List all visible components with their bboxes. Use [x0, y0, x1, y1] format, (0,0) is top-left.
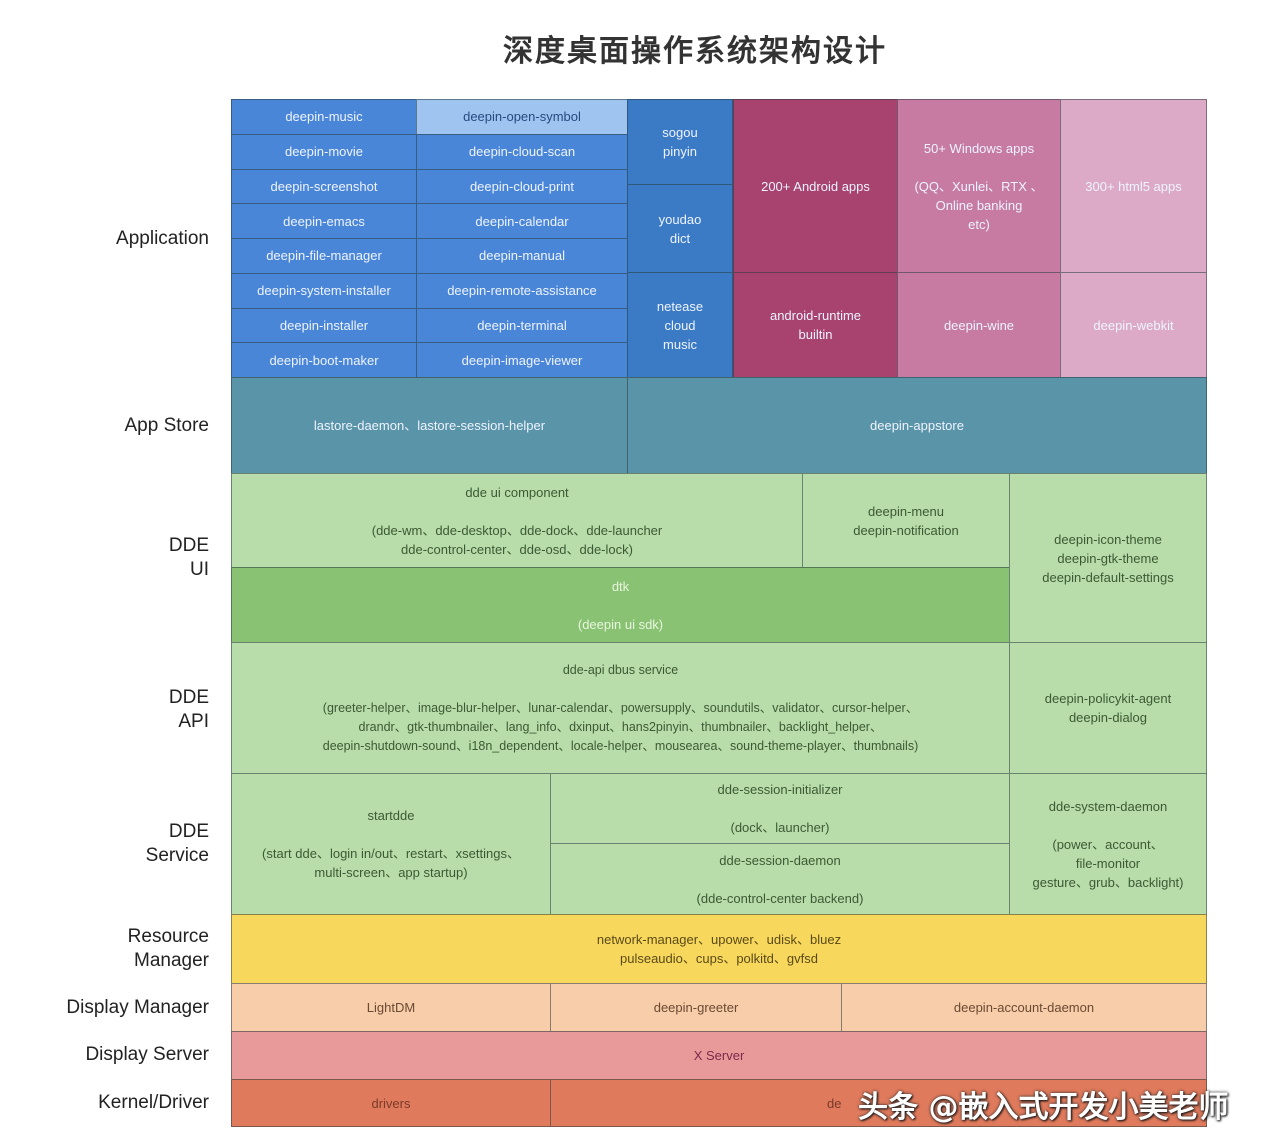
- app-deepin-file-manager: deepin-file-manager: [231, 238, 417, 274]
- dde-ui-component: dde ui component (dde-wm、dde-desktop、dde…: [231, 473, 803, 568]
- watermark: 头条 @嵌入式开发小美老师: [858, 1090, 1229, 1125]
- lightdm: LightDM: [231, 983, 551, 1032]
- app-deepin-cloud-print: deepin-cloud-print: [416, 168, 628, 205]
- layer-label-dde-service: DDE Service: [145, 821, 209, 866]
- app-deepin-system-installer: deepin-system-installer: [231, 272, 417, 309]
- deepin-themes: deepin-icon-theme deepin-gtk-theme deepi…: [1009, 473, 1207, 643]
- dde-session-initializer: dde-session-initializer (dock、launcher): [550, 773, 1010, 844]
- app-deepin-emacs: deepin-emacs: [231, 203, 417, 239]
- windows-apps: 50+ Windows apps (QQ、Xunlei、RTX 、 Online…: [897, 99, 1061, 273]
- kernel-component: de: [550, 1079, 1207, 1127]
- diagram-title: 深度桌面操作系统架构设计: [503, 34, 887, 69]
- dde-api-dbus-service: dde-api dbus service (greeter-helper、ima…: [231, 642, 1010, 774]
- app-deepin-music: deepin-music: [231, 99, 417, 135]
- deepin-greeter: deepin-greeter: [550, 983, 842, 1032]
- deepin-appstore: deepin-appstore: [627, 377, 1207, 474]
- drivers: drivers: [231, 1079, 551, 1127]
- layer-label-resource-manager: Resource Manager: [127, 926, 209, 971]
- app-deepin-movie: deepin-movie: [231, 133, 417, 170]
- app-deepin-cloud-scan: deepin-cloud-scan: [416, 133, 628, 170]
- app-deepin-screenshot: deepin-screenshot: [231, 168, 417, 205]
- deepin-menu: deepin-menu deepin-notification: [802, 473, 1010, 568]
- layer-label-kernel-driver: Kernel/Driver: [98, 1092, 209, 1113]
- x-server: X Server: [231, 1031, 1207, 1080]
- deepin-account-daemon: deepin-account-daemon: [841, 983, 1207, 1032]
- dde-session-daemon: dde-session-daemon (dde-control-center b…: [550, 843, 1010, 915]
- html5-apps: 300+ html5 apps: [1060, 99, 1207, 273]
- app-sogou-pinyin: sogou pinyin: [627, 99, 733, 185]
- layer-label-dde-ui: DDE UI: [168, 535, 209, 580]
- app-youdao-dict: youdao dict: [627, 184, 733, 273]
- app-deepin-image-viewer: deepin-image-viewer: [416, 342, 628, 378]
- android-runtime: android-runtime builtin: [733, 272, 898, 378]
- layer-label-application: Application: [116, 228, 209, 249]
- deepin-policykit-agent: deepin-policykit-agent deepin-dialog: [1009, 642, 1207, 774]
- layer-label-app-store: App Store: [124, 415, 210, 436]
- android-apps: 200+ Android apps: [733, 99, 898, 273]
- startdde: startdde (start dde、login in/out、restart…: [231, 773, 551, 915]
- app-deepin-terminal: deepin-terminal: [416, 307, 628, 344]
- lastore-daemon: lastore-daemon、lastore-session-helper: [231, 377, 628, 474]
- dtk-sdk: dtk (deepin ui sdk): [231, 567, 1010, 643]
- app-deepin-manual: deepin-manual: [416, 238, 628, 274]
- app-deepin-boot-maker: deepin-boot-maker: [231, 342, 417, 378]
- deepin-webkit: deepin-webkit: [1060, 272, 1207, 378]
- app-deepin-open-symbol: deepin-open-symbol: [416, 99, 628, 135]
- layer-label-display-server: Display Server: [85, 1044, 209, 1065]
- layer-label-dde-api: DDE API: [168, 687, 209, 732]
- app-deepin-calendar: deepin-calendar: [416, 203, 628, 239]
- layer-label-display-manager: Display Manager: [66, 997, 209, 1018]
- resource-manager: network-manager、upower、udisk、bluez pulse…: [231, 914, 1207, 984]
- deepin-wine: deepin-wine: [897, 272, 1061, 378]
- app-deepin-remote-assistance: deepin-remote-assistance: [416, 272, 628, 309]
- app-deepin-installer: deepin-installer: [231, 307, 417, 344]
- app-netease-cloud-music: netease cloud music: [627, 272, 733, 378]
- dde-system-daemon: dde-system-daemon (power、account、 file-m…: [1009, 773, 1207, 915]
